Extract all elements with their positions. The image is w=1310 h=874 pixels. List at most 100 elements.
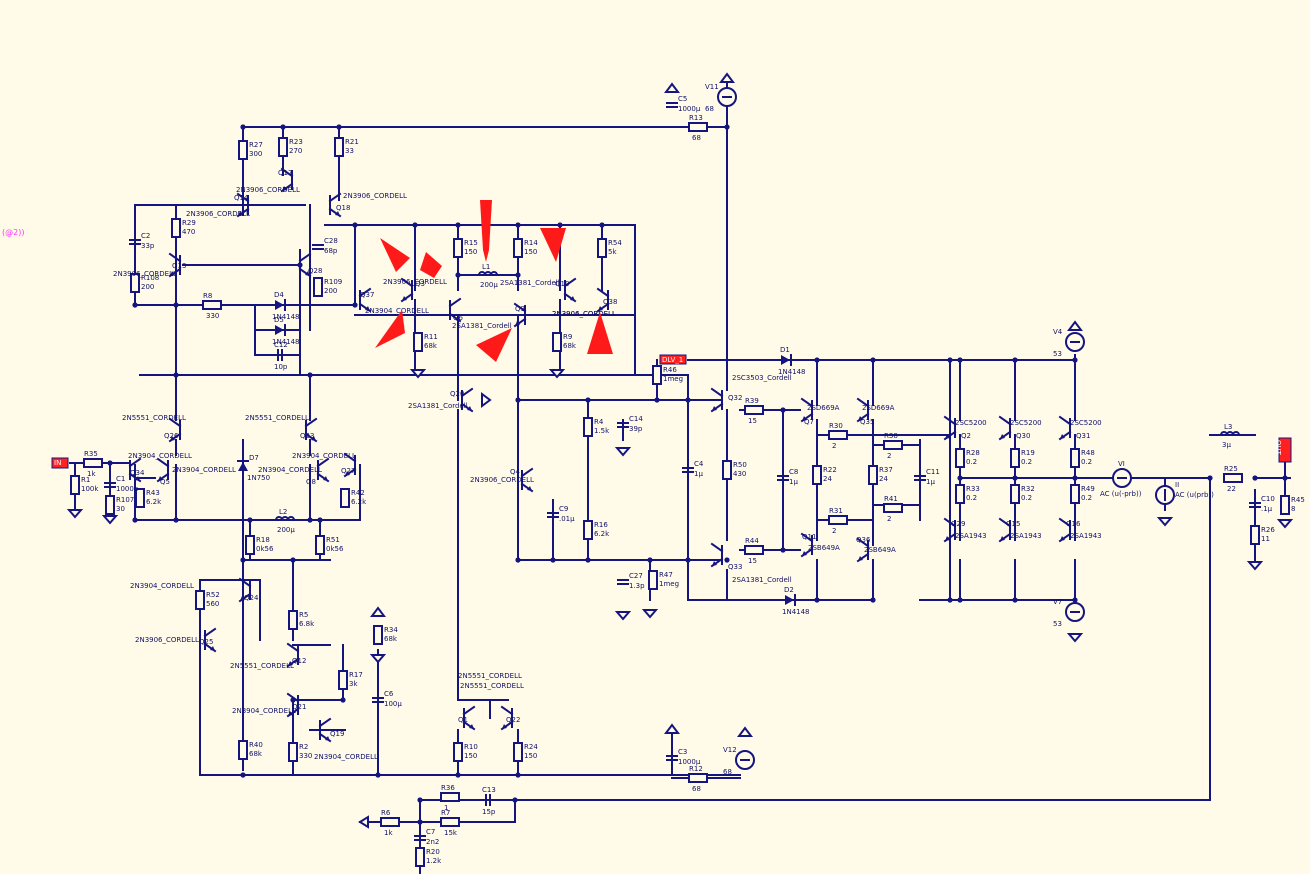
transistor-model: 2N3906_CORDELL [113,270,177,278]
capacitor-ref: C12 [274,341,288,349]
resistor-r28 [955,448,965,468]
junction-dot [317,517,323,523]
capacitor-ref: C8 [789,468,798,476]
junction-dot [585,557,591,563]
resistor-value: 5k [608,248,617,256]
resistor-ref: R107 [116,496,134,504]
resistor-value: 8 [1291,505,1295,513]
flag-label: OUT [1274,440,1282,456]
transistor-q15 [998,517,1012,543]
capacitor-value: 1µ [789,478,798,486]
resistor-value: 470 [182,228,195,236]
resistor-value: 2 [887,515,891,523]
resistor-r12 [688,773,708,783]
resistor-value: 150 [524,248,537,256]
resistor-ref: R18 [256,536,270,544]
resistor-r19 [1010,448,1020,468]
transistor-q21 [286,692,300,718]
transistor-arrow [515,321,520,326]
resistor-value: 68 [692,785,701,793]
resistor-r4 [583,417,593,437]
ground-symbol [1246,561,1264,571]
resistor-value: 6.2k [594,530,610,538]
resistor-value: 2 [887,452,891,460]
resistor-r8 [202,300,222,310]
ground-symbol [1066,633,1084,643]
diode-d4 [275,299,286,311]
junction-dot [1252,475,1258,481]
source-v4 [1065,332,1085,352]
transistor-model: 2SD669A [862,404,895,412]
resistor-value: 1k [87,470,96,478]
source-value: 53 [1053,620,1062,628]
inductor-turn [489,271,499,277]
resistor-value: 68k [384,635,398,643]
transistor-q37 [358,287,372,313]
transistor-ref: Q15 [1006,520,1020,528]
resistor-value: 300 [249,150,262,158]
resistor-ref: R16 [594,521,608,529]
capacitor-value: 1µ [694,470,703,478]
resistor-r17 [338,670,348,690]
resistor-ref: R54 [608,239,622,247]
resistor-ref: R46 [663,366,677,374]
resistor-r22 [812,465,822,485]
capacitor-ref: C28 [324,237,338,245]
resistor-r25 [1223,473,1243,483]
resistor-value: 560 [206,600,219,608]
inductor-value: 3µ [1222,441,1231,449]
junction-dot [173,517,179,523]
resistor-value: 0.2 [1021,458,1032,466]
junction-dot [417,797,423,803]
resistor-r7 [440,817,460,827]
transistor-arrow [945,434,950,439]
diode-body [238,462,248,471]
resistor-ref: R50 [733,461,747,469]
resistor-r24 [513,742,523,762]
transistor-model: 2N5551_CORDELL [122,414,186,422]
ground-symbol [66,509,84,519]
junction-dot [870,357,876,363]
resistor-r23 [278,137,288,157]
transistor-model: 2N3904_CORDELL [172,466,236,474]
capacitor-c4 [682,467,694,473]
transistor-model: 2N5551_CORDELL [458,672,522,680]
ground-icon [409,369,427,379]
transistor-model: 2SC5200 [1010,419,1042,427]
transistor-collector [286,692,300,703]
transistor-ref: Q34 [130,469,145,477]
resistor-r42 [340,488,350,508]
junction-dot [515,397,521,403]
resistor-value: 200 [141,283,154,291]
capacitor-c13 [485,794,491,806]
resistor-r27 [238,140,248,160]
transistor-q30 [998,415,1012,441]
inductor-ref: L1 [482,263,490,271]
resistor-ref: R12 [689,765,703,773]
transistor-ref: Q3 [415,280,425,288]
resistor-ref: R39 [745,397,759,405]
transistor-collector [856,537,870,548]
resistor-value: 22 [1227,485,1236,493]
inductor-l3 [1219,431,1241,437]
transistor-ref: Q2 [961,432,971,440]
capacitor-value: 100µ [384,700,402,708]
resistor-ref: R51 [326,536,340,544]
resistor-r54 [597,238,607,258]
source-value: 68 [723,768,732,776]
resistor-value: 1.5k [594,427,610,435]
transistor-ref: Q22 [506,716,520,724]
junction-dot [132,302,138,308]
junction-dot [307,517,313,523]
resistor-value: 24 [879,475,888,483]
port-arrow-icon [358,815,369,829]
ground-icon [1246,561,1264,571]
resistor-r41 [883,503,903,513]
junction-dot [340,697,346,703]
junction-dot [352,222,358,228]
transistor-collector [316,457,330,468]
rail-symbol [664,723,680,734]
transistor-arrow [802,551,807,556]
junction-dot [780,547,786,553]
resistor-r15 [453,238,463,258]
